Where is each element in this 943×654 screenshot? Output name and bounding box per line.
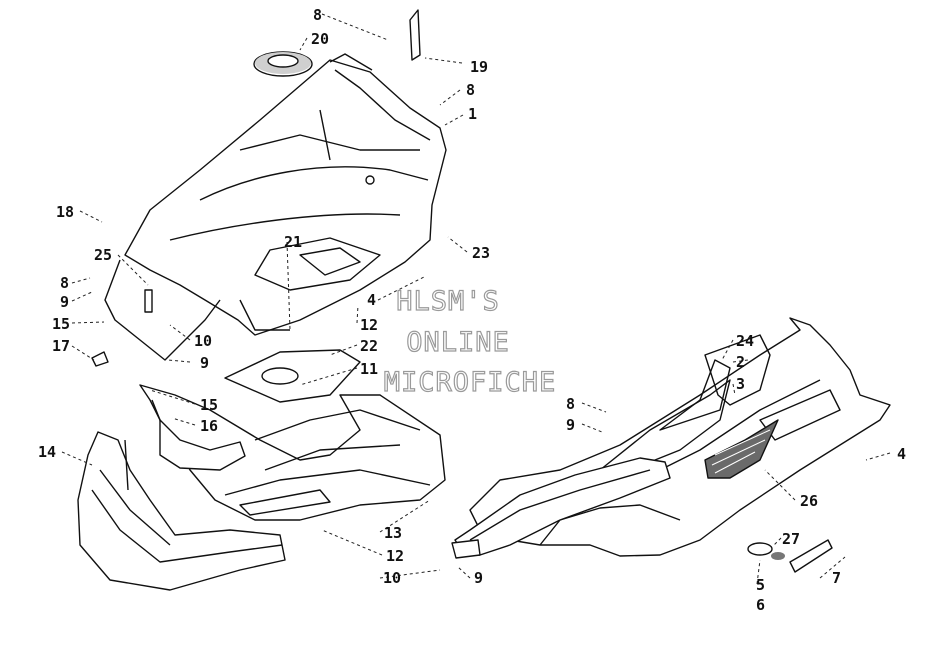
callout-23: 23 — [472, 244, 490, 262]
callout-22: 22 — [360, 337, 378, 355]
callout-12: 12 — [360, 316, 378, 334]
callout-8: 8 — [566, 395, 575, 413]
watermark-line-3: MICROFICHE — [384, 367, 557, 398]
callout-13: 13 — [384, 524, 402, 542]
callout-15: 15 — [200, 396, 218, 414]
callout-20: 20 — [311, 30, 329, 48]
callout-9: 9 — [566, 416, 575, 434]
callout-14: 14 — [38, 443, 56, 461]
watermark-line-1: HLSM'S — [396, 286, 500, 317]
callout-16: 16 — [200, 417, 218, 435]
part-small-hardware — [747, 539, 833, 573]
callout-9: 9 — [60, 293, 69, 311]
callout-6: 6 — [756, 596, 765, 614]
part-lower-trim — [159, 419, 246, 471]
watermark-line-2: ONLINE — [406, 327, 510, 358]
callout-9: 9 — [474, 569, 483, 587]
callout-5: 5 — [756, 576, 765, 594]
callout-10: 10 — [383, 569, 401, 587]
part-seal-ring — [253, 51, 313, 77]
part-screen-grille — [704, 419, 779, 479]
callout-8: 8 — [60, 274, 69, 292]
part-side-rail — [451, 457, 671, 559]
callout-25: 25 — [94, 246, 112, 264]
callout-11: 11 — [360, 360, 378, 378]
callout-21: 21 — [284, 233, 302, 251]
callout-7: 7 — [832, 569, 841, 587]
part-hood-panel — [104, 9, 447, 361]
callout-labels: 8 20 19 8 1 18 21 23 25 8 9 15 17 10 9 4… — [38, 6, 906, 614]
callout-27: 27 — [782, 530, 800, 548]
callout-4: 4 — [897, 445, 906, 463]
callout-18: 18 — [56, 203, 74, 221]
part-clip — [91, 351, 109, 367]
part-plate — [224, 349, 361, 403]
callout-24: 24 — [736, 332, 754, 350]
callout-9: 9 — [200, 354, 209, 372]
callout-10: 10 — [194, 332, 212, 350]
callout-17: 17 — [52, 337, 70, 355]
leader-lines — [61, 13, 891, 585]
callout-8: 8 — [466, 81, 475, 99]
callout-19: 19 — [470, 58, 488, 76]
callout-26: 26 — [800, 492, 818, 510]
callout-2: 2 — [736, 353, 745, 371]
callout-3: 3 — [736, 375, 745, 393]
part-front-bumper — [77, 431, 286, 591]
callout-4: 4 — [367, 291, 376, 309]
watermark: HLSM'S ONLINE MICROFICHE — [383, 285, 557, 398]
callout-8: 8 — [313, 6, 322, 24]
callout-1: 1 — [468, 105, 477, 123]
callout-15: 15 — [52, 315, 70, 333]
callout-12: 12 — [386, 547, 404, 565]
